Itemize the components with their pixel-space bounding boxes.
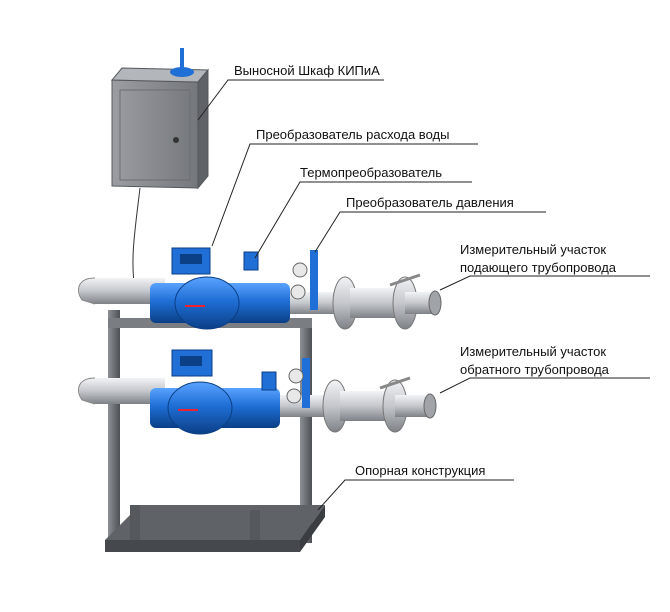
label-supply-line-2: подающего трубопровода — [460, 260, 617, 275]
label-return-line-2: обратного трубопровода — [460, 362, 609, 377]
supply-line — [78, 247, 442, 330]
label-pressure: Преобразователь давления — [346, 195, 514, 210]
label-flow-converter: Преобразователь расхода воды — [256, 127, 450, 142]
label-return-line-1: Измерительный участок — [460, 344, 607, 359]
label-thermo: Термопреобразователь — [300, 165, 443, 180]
instrument-cabinet — [110, 48, 210, 291]
label-supply-line-1: Измерительный участок — [460, 242, 607, 257]
label-support: Опорная конструкция — [355, 463, 486, 478]
leader-lines — [197, 79, 650, 511]
return-line — [78, 349, 437, 435]
label-cabinet: Выносной Шкаф КИПиА — [234, 63, 380, 78]
